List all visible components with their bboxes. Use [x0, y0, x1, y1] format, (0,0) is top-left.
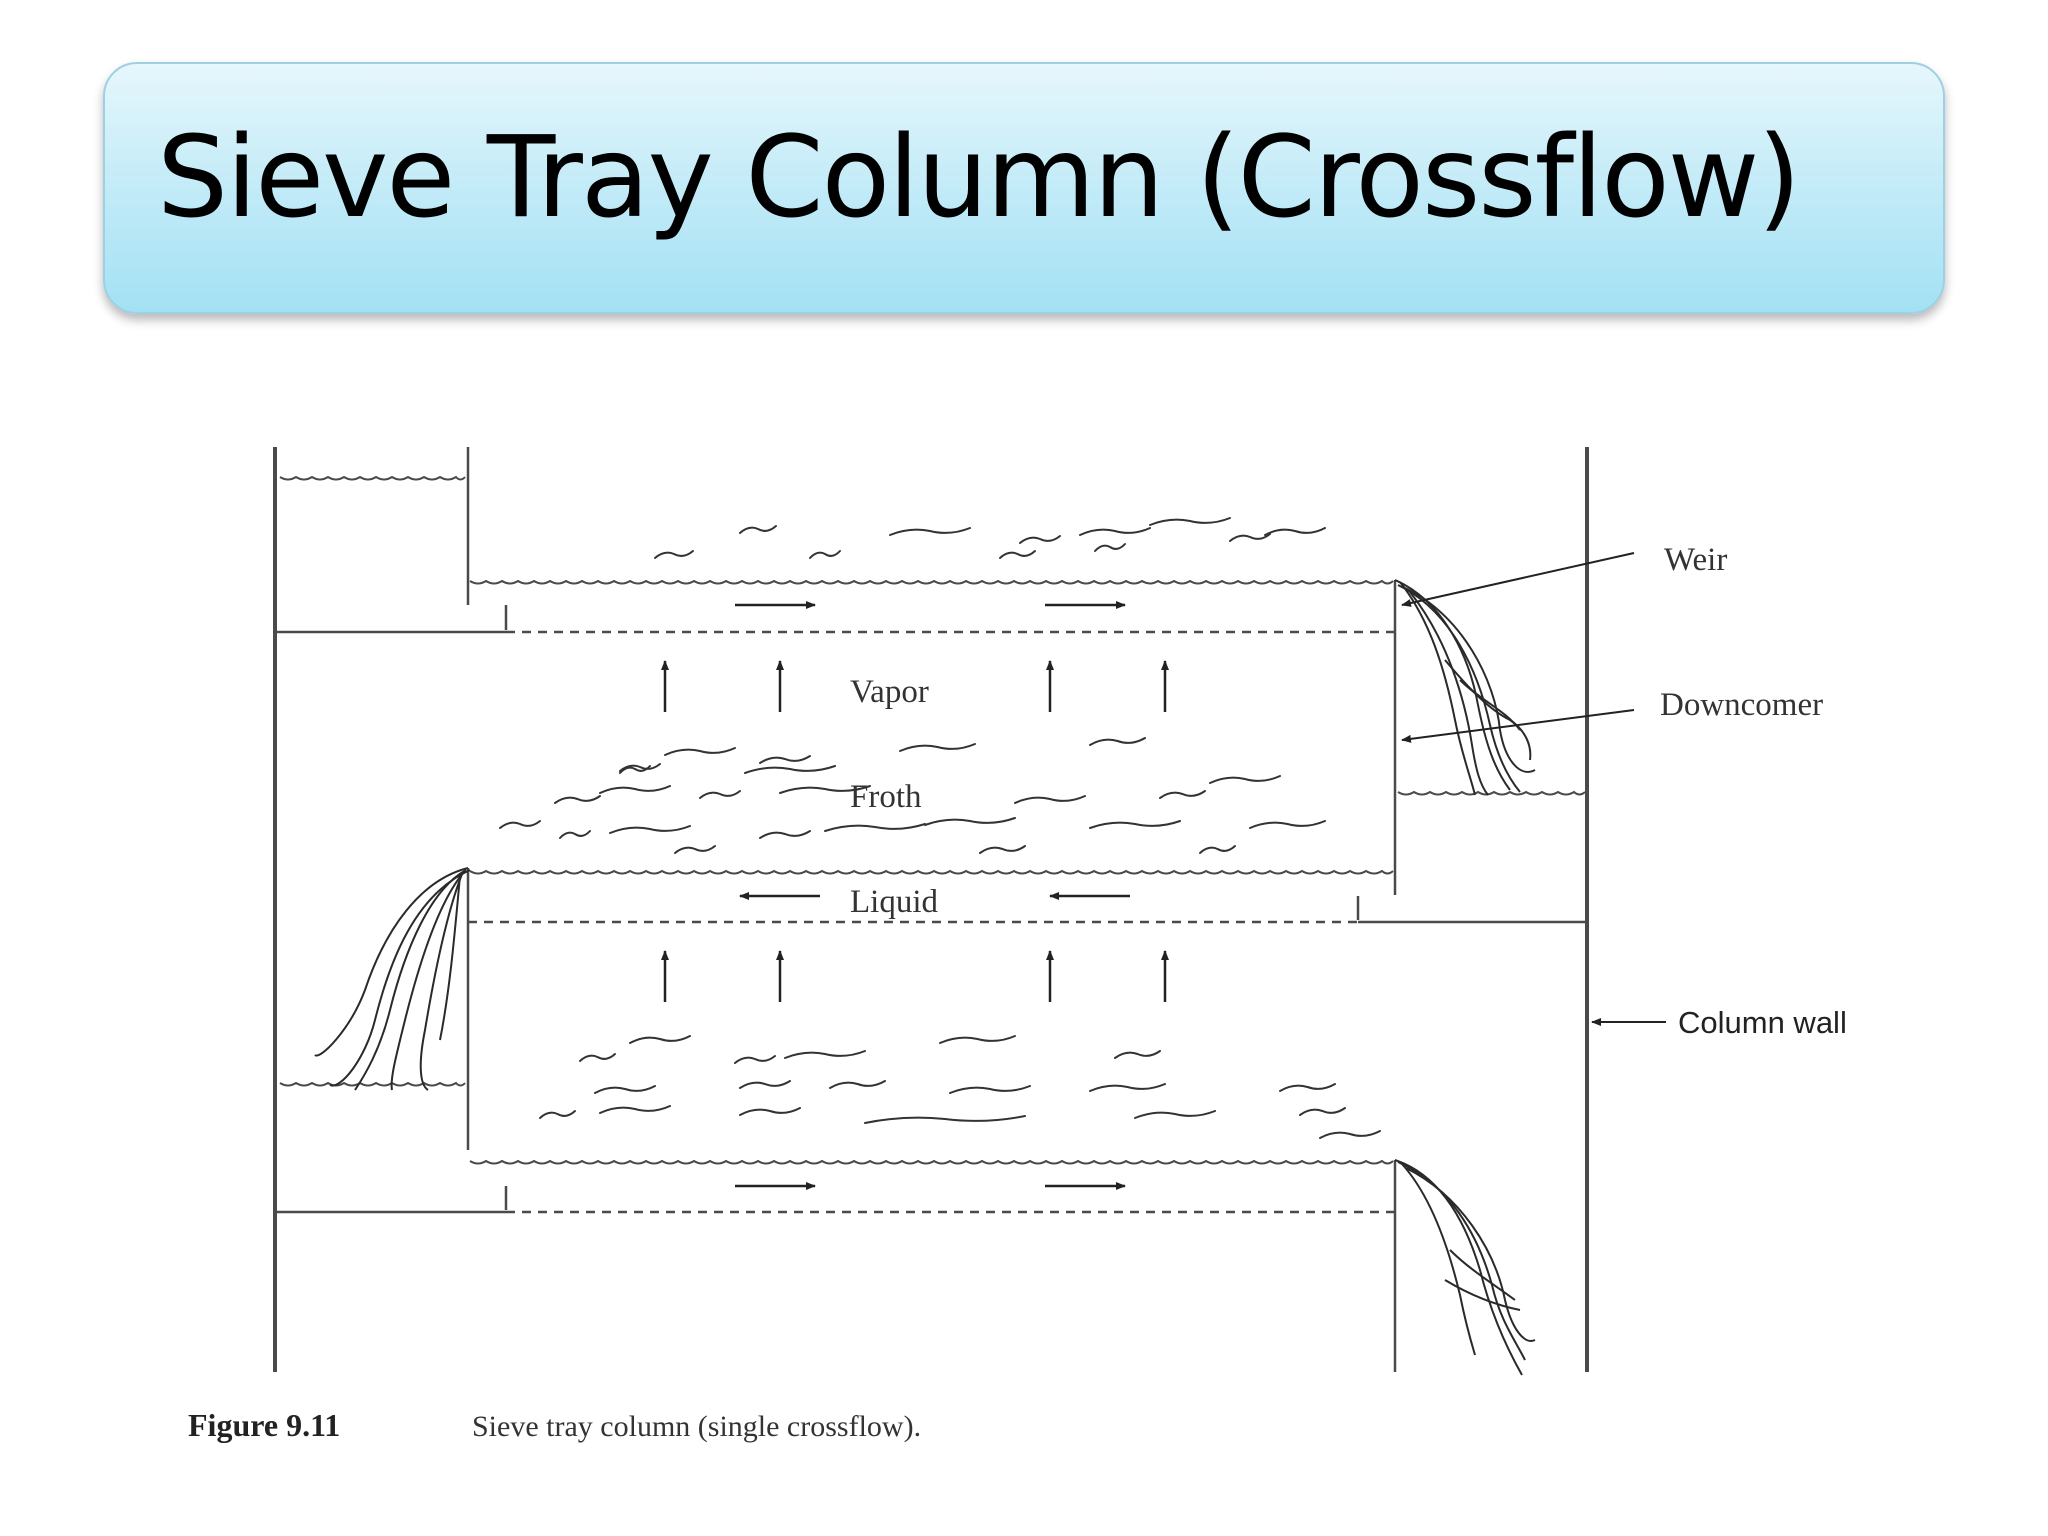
figure-caption: Sieve tray column (single crossflow).: [472, 1410, 921, 1443]
froth-mark: [949, 1085, 1031, 1094]
liquid-surface-line: [279, 1081, 466, 1087]
froth-mark: [674, 845, 716, 854]
froth-mark: [1264, 527, 1326, 536]
liquid-surface-line: [1397, 790, 1586, 796]
froth-mark: [1209, 775, 1281, 784]
liquid-surface-line: [279, 475, 466, 481]
froth-mark: [1279, 1083, 1336, 1092]
froth-mark: [864, 1115, 1026, 1124]
froth-mark: [999, 550, 1036, 559]
liquid-surface-line: [469, 1159, 1394, 1165]
froth-mark: [784, 1050, 866, 1059]
froth-mark: [599, 785, 671, 794]
froth-mark: [739, 1080, 791, 1089]
froth-mark: [889, 527, 971, 536]
froth-mark: [1159, 790, 1206, 799]
froth-mark: [1319, 1130, 1381, 1139]
froth-mark: [599, 1105, 671, 1114]
froth-mark: [619, 763, 661, 772]
froth-mark: [734, 1055, 776, 1064]
column-wall-label: Column wall: [1678, 1005, 1847, 1040]
froth-mark: [1079, 527, 1151, 536]
downcomer-leader-arrow: [1401, 709, 1635, 743]
froth-mark: [579, 1053, 616, 1062]
froth-mark: [1094, 543, 1126, 552]
liquid-surface-line: [469, 869, 1394, 875]
froth-mark: [1199, 845, 1236, 854]
froth-mark: [1149, 517, 1231, 526]
froth-mark: [1089, 820, 1181, 829]
liquid-stream-upper-right: [1394, 579, 1536, 796]
froth-mark: [1249, 820, 1326, 829]
froth-mark: [1019, 535, 1061, 544]
froth-mark: [824, 823, 926, 832]
froth-mark: [699, 790, 741, 799]
froth-mark: [654, 550, 694, 559]
froth-mark: [744, 765, 836, 774]
figure-number: Figure 9.11: [188, 1407, 340, 1443]
froth-mark: [554, 795, 601, 804]
vapor-label: Vapor: [850, 674, 929, 710]
downcomer-label: Downcomer: [1660, 687, 1823, 723]
weir-leader-arrow: [1401, 552, 1635, 607]
froth-mark: [939, 1035, 1016, 1044]
froth-mark: [664, 747, 736, 756]
froth-mark: [1299, 1107, 1346, 1116]
slide-title-banner: Sieve Tray Column (Crossflow): [103, 62, 1945, 314]
froth-mark: [539, 1110, 576, 1119]
froth-mark: [499, 820, 541, 829]
froth-mark: [979, 845, 1026, 854]
liquid-label: Liquid: [850, 884, 938, 920]
froth-mark: [739, 525, 777, 534]
liquid-stream-lower-right: [1394, 1159, 1536, 1376]
froth-marks: [499, 517, 1381, 1139]
froth-mark: [1229, 533, 1271, 542]
froth-mark: [594, 1085, 656, 1094]
froth-mark: [559, 830, 591, 839]
froth-mark: [1114, 1050, 1161, 1059]
froth-mark: [609, 825, 691, 834]
slide-title: Sieve Tray Column (Crossflow): [157, 113, 1801, 243]
froth-mark: [1089, 737, 1146, 746]
froth-mark: [759, 755, 811, 764]
froth-mark: [779, 785, 871, 794]
froth-mark: [899, 743, 976, 752]
froth-mark: [1089, 1083, 1166, 1092]
froth-mark: [1014, 795, 1086, 804]
liquid-stream-middle-left: [314, 867, 471, 1091]
froth-mark: [629, 1035, 691, 1044]
froth-mark: [1134, 1110, 1216, 1119]
froth-mark: [759, 830, 811, 839]
weir-label: Weir: [1664, 542, 1727, 578]
froth-mark: [739, 1107, 801, 1116]
froth-mark: [809, 550, 841, 559]
liquid-surfaces: [279, 475, 1586, 1165]
liquid-surface-line: [469, 579, 1394, 585]
froth-mark: [619, 765, 651, 774]
froth-mark: [924, 817, 1016, 826]
froth-label: Froth: [850, 779, 922, 815]
froth-mark: [829, 1080, 886, 1089]
